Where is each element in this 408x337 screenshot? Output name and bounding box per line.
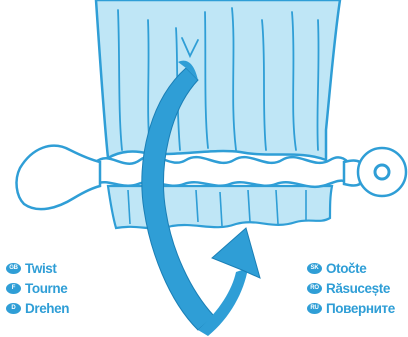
instruction-word-ru: Поверните	[326, 301, 395, 316]
instruction-word-sk: Otočte	[326, 261, 366, 276]
wavy-band	[96, 156, 348, 187]
language-badge-ru: RU	[307, 303, 322, 314]
language-badge-ro: RO	[307, 283, 322, 294]
instruction-word-gb: Twist	[25, 261, 57, 276]
heart-icon	[17, 146, 100, 209]
fabric-sleeve	[96, 0, 340, 160]
instruction-gb: GB Twist	[6, 258, 69, 278]
instruction-ro: RO Răsucește	[307, 278, 395, 298]
instructions-right: SK Otočte RO Răsucește RU Поверните	[307, 258, 395, 318]
instruction-word-f: Tourne	[25, 281, 67, 296]
language-badge-d: D	[6, 303, 21, 314]
instructions-left: GB Twist F Tourne D Drehen	[6, 258, 69, 318]
instruction-d: D Drehen	[6, 298, 69, 318]
instruction-word-d: Drehen	[25, 301, 69, 316]
instruction-sk: SK Otočte	[307, 258, 395, 278]
language-badge-sk: SK	[307, 263, 322, 274]
instruction-f: F Tourne	[6, 278, 69, 298]
language-badge-f: F	[6, 283, 21, 294]
instruction-ru: RU Поверните	[307, 298, 395, 318]
instruction-word-ro: Răsucește	[326, 281, 390, 296]
language-badge-gb: GB	[6, 263, 21, 274]
